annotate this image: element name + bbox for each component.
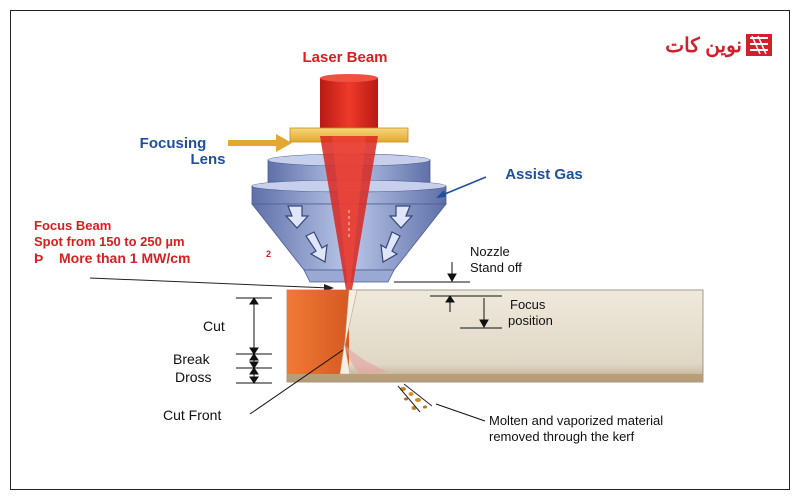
assist-gas-flow-arrows	[284, 205, 414, 263]
molten-particles	[397, 383, 433, 413]
focus-beam-label-line2: Spot from 150 to 250 µm	[34, 234, 185, 249]
focus-beam-label-line1: Focus Beam	[34, 218, 111, 233]
laser-beam-column	[320, 78, 378, 136]
cut-face	[287, 290, 349, 374]
assist-gas-pointer	[436, 176, 487, 198]
cut-front-label: Cut Front	[163, 407, 221, 423]
focus-beam-label-line3: More than 1 MW/cm	[59, 250, 190, 266]
focus-position-label-line2: position	[508, 313, 553, 328]
cut-front-pointer	[249, 349, 344, 415]
molten-material-pointer	[435, 403, 486, 422]
kerf	[339, 289, 358, 375]
workpiece-plate	[286, 289, 704, 383]
focusing-lens-label-line1: Focusing	[140, 135, 207, 152]
laser-beam-label: Laser Beam	[302, 49, 387, 66]
dross-label: Dross	[175, 369, 212, 385]
logo-icon	[746, 34, 772, 56]
nozzle-standoff-label-line1: Nozzle	[470, 244, 510, 259]
logo-text: نوین کات	[665, 35, 742, 58]
focus-position-dimension	[430, 295, 502, 329]
brand-logo: نوین کات	[665, 34, 772, 58]
cut-label: Cut	[203, 318, 225, 334]
molten-material-label-line2: removed through the kerf	[489, 429, 635, 444]
assist-gas-label: Assist Gas	[505, 166, 583, 183]
break-label: Break	[173, 351, 211, 367]
depth-dimension	[236, 297, 272, 384]
focusing-lens-pointer-arrow	[228, 134, 292, 152]
focusing-lens-label-line2: Lens	[190, 151, 225, 168]
focus-position-label-line1: Focus	[510, 297, 546, 312]
molten-material-label-line1: Molten and vaporized material	[489, 413, 663, 428]
nozzle-standoff-label-line2: Stand off	[470, 260, 522, 275]
focus-beam-label-sup: 2	[266, 249, 271, 259]
focus-beam-label-prefix: Þ	[34, 250, 43, 266]
